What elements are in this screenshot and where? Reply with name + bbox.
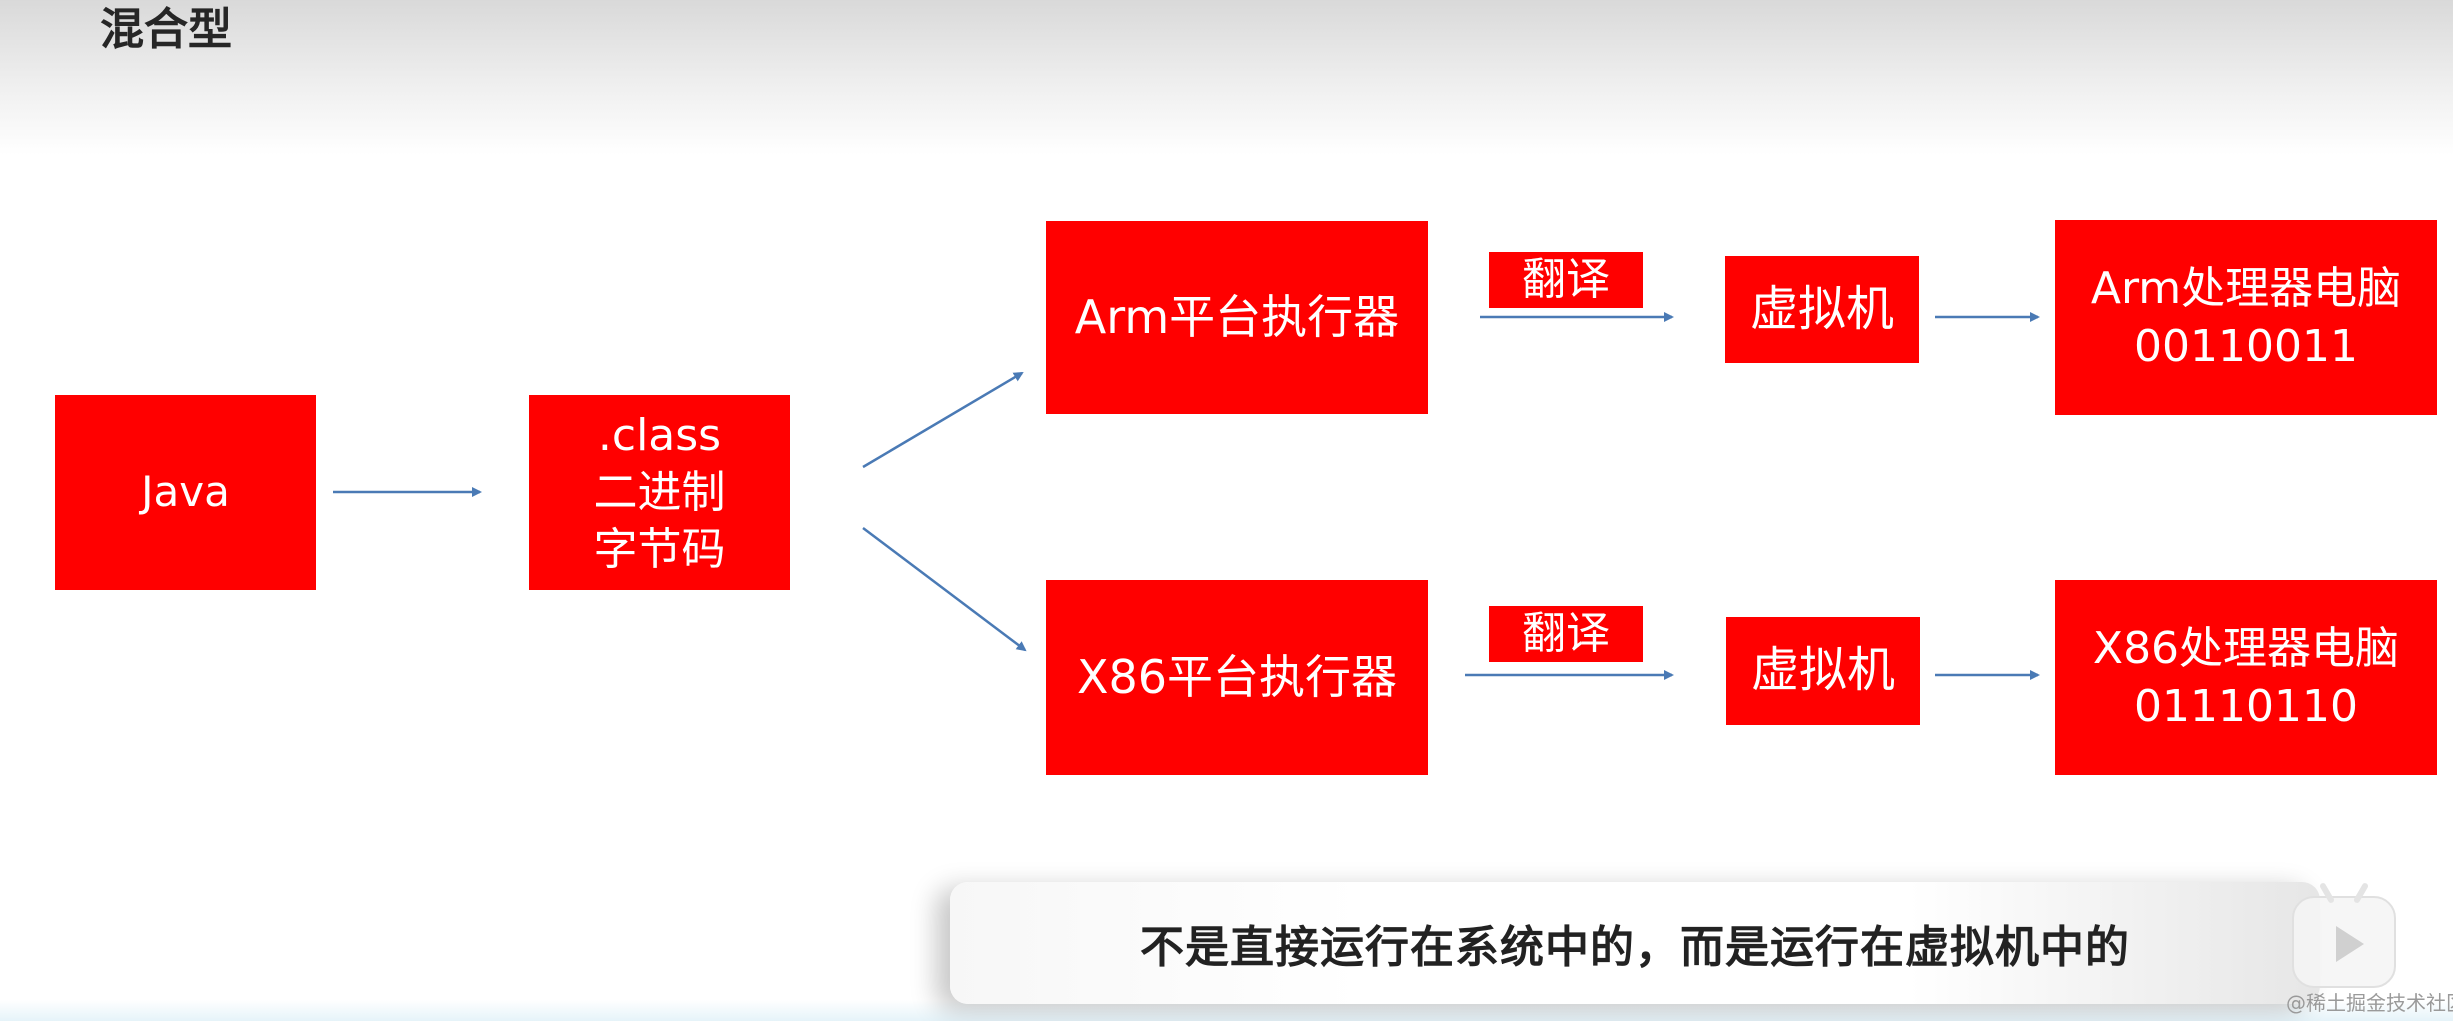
arrow-bytecode-to-arm-executor: [862, 371, 1024, 469]
node-x86-pc-line-1: X86处理器电脑: [2092, 623, 2400, 675]
node-bytecode-line-3: 字节码: [593, 524, 726, 576]
node-bytecode-line-1: .class: [597, 409, 722, 461]
play-button[interactable]: [2292, 896, 2396, 988]
node-vm-bottom-line-1: 虚拟机: [1750, 642, 1895, 699]
node-java: Java: [55, 395, 316, 590]
node-x86-pc-line-2: 01110110: [2134, 680, 2358, 732]
subtitle-caption: 不是直接运行在系统中的，而是运行在虚拟机中的: [950, 882, 2320, 1004]
watermark: @稀土掘金技术社区: [2286, 991, 2453, 1015]
node-arm-pc-line-1: Arm处理器电脑: [2090, 263, 2402, 315]
node-arm-executor: Arm平台执行器: [1046, 221, 1428, 414]
node-arm-executor-line-1: Arm平台执行器: [1074, 289, 1400, 344]
node-x86-executor-line-1: X86平台执行器: [1076, 649, 1398, 704]
node-vm-top-line-1: 虚拟机: [1749, 280, 1894, 337]
node-arm-pc-line-2: 00110011: [2134, 320, 2358, 372]
node-x86-pc: X86处理器电脑 01110110: [2055, 580, 2437, 775]
slide-title: 混合型: [100, 4, 232, 55]
node-bytecode: .class 二进制 字节码: [529, 395, 790, 590]
node-x86-executor: X86平台执行器: [1046, 580, 1428, 775]
node-vm-bottom: 虚拟机: [1726, 617, 1920, 725]
label-translate-top: 翻译: [1489, 252, 1643, 308]
bottom-decoration: [0, 1000, 2453, 1021]
play-icon: [2336, 926, 2364, 962]
header-band: [0, 0, 2453, 155]
node-java-line-1: Java: [141, 467, 230, 517]
node-vm-top: 虚拟机: [1725, 256, 1919, 363]
node-bytecode-line-2: 二进制: [593, 466, 726, 518]
label-translate-bottom: 翻译: [1489, 606, 1643, 662]
arrow-bytecode-to-x86-executor: [862, 527, 1027, 652]
node-arm-pc: Arm处理器电脑 00110011: [2055, 220, 2437, 415]
subtitle-text: 不是直接运行在系统中的，而是运行在虚拟机中的: [1140, 922, 2130, 973]
